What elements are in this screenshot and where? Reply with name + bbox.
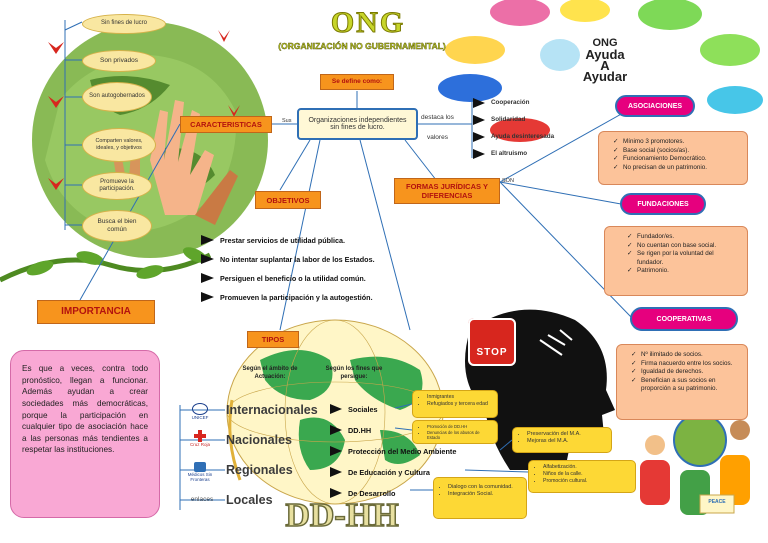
- development-details-box: Dialogo con la comunidad. Integración So…: [433, 477, 527, 519]
- scope-regional: Regionales: [226, 463, 293, 477]
- foundation-item: Fundador/es.: [627, 233, 741, 242]
- peace-sign: PEACE: [708, 499, 726, 505]
- foundations-label: FUNDACIONES: [620, 193, 706, 215]
- badge-line-2: Ayuda: [585, 47, 625, 62]
- characteristic-5: Promueve la participación.: [82, 172, 152, 200]
- objectives-list: Prestar servicios de utilidad pública. N…: [201, 234, 411, 303]
- cooperatives-box: Nº ilimitado de socios. Firma nacuerdo e…: [616, 344, 748, 420]
- characteristic-6: Busca el bien común: [82, 210, 152, 242]
- associations-box: Mínimo 3 promotores. Base social (socios…: [598, 131, 748, 185]
- foundation-item: Patrimonio.: [627, 267, 741, 276]
- detail-item: Niños de la calle.: [543, 471, 631, 478]
- characteristic-4: Comparten valores, ideales, y objetivos: [82, 128, 156, 162]
- values-list: Cooperación Solidaridad Ayuda desinteres…: [473, 94, 583, 162]
- characteristics-label: CARACTERISTICAS: [180, 116, 272, 133]
- msf-logo: Médicos Sin Fronteras: [184, 462, 216, 482]
- badge-line-1: ONG: [592, 37, 618, 49]
- badge-line-4: Ayudar: [582, 69, 628, 84]
- detail-item: Dialogo con la comunidad.: [448, 484, 522, 491]
- objectives-label: OBJETIVOS: [255, 191, 321, 209]
- detail-item: Preservación del M.A.: [527, 431, 607, 438]
- purpose-item: Protección del Medio Ambiente: [330, 444, 490, 458]
- enlaces-logo: enlaces: [190, 496, 214, 503]
- define-label: Se define como:: [320, 74, 394, 90]
- characteristic-2: Son privados: [82, 50, 156, 72]
- scope-national: Nacionales: [226, 433, 293, 447]
- detail-item: Inmigrantes: [427, 394, 493, 401]
- association-item: Funcionamiento Democrático.: [613, 155, 741, 164]
- detail-item: Alfabetización.: [543, 464, 631, 471]
- foundations-box: Fundador/es. No cuentan con base social.…: [604, 226, 748, 296]
- purposes-list: Sociales DD.HH Protección del Medio Ambi…: [330, 402, 490, 500]
- cooperative-item: Firma nacuerdo entre los socios.: [631, 360, 741, 369]
- detail-item: Denuncias de los abusos de Estado: [427, 430, 493, 441]
- scope-local: Locales: [226, 493, 273, 507]
- heart-decorations: [48, 30, 240, 190]
- objective-item: Persiguen el beneficio o la utilidad com…: [201, 272, 411, 284]
- cooperative-item: Benefician a sus socios en proporción a …: [631, 377, 741, 394]
- associations-label: ASOCIACIONES: [615, 95, 695, 117]
- page-subtitle: (ORGANIZACIÓN NO GUBERNAMENTAL): [278, 41, 446, 51]
- value-item: Solidaridad: [473, 111, 583, 128]
- definition-text: Organizaciones independientes sin fines …: [308, 117, 407, 131]
- importance-label: IMPORTANCIA: [37, 300, 155, 324]
- purpose-item: De Educación y Cultura: [330, 465, 490, 479]
- purpose-item: De Desarrollo: [330, 486, 490, 500]
- detail-item: Integración Social.: [448, 491, 522, 498]
- badge-line-3: A: [600, 58, 610, 73]
- environment-details-box: Preservación del M.A. Mejoras del M.A.: [512, 427, 612, 453]
- sus-connector-label: Sus: [282, 118, 292, 124]
- objective-item: Prestar servicios de utilidad pública.: [201, 234, 411, 246]
- characteristic-3: Son autogobernados: [82, 82, 152, 112]
- purpose-item: DD.HH: [330, 423, 490, 437]
- foundation-item: Se rigen por la voluntad del fundador.: [627, 250, 741, 267]
- importance-text: Es que a veces, contra todo pronóstico, …: [22, 364, 148, 455]
- legal-forms-label: FORMAS JURÍDICAS Y DIFERENCIAS: [394, 178, 500, 204]
- definition-box: Organizaciones independientes sin fines …: [297, 108, 418, 140]
- detail-item: Promoción cultural.: [543, 478, 631, 485]
- association-item: Mínimo 3 promotores.: [613, 138, 741, 147]
- stop-sign-text: STOP: [476, 347, 508, 358]
- ddhh-details-box: Promoción de DD.HH Denuncias de los abus…: [412, 420, 498, 444]
- valores-connector-label: valores: [427, 134, 448, 141]
- cooperative-item: Igualdad de derechos.: [631, 368, 741, 377]
- scope-international: Internacionales: [226, 403, 318, 417]
- purpose-criterion-label: Según los fines que persigue:: [325, 366, 383, 380]
- characteristic-1: Sin fines de lucro: [82, 14, 166, 34]
- value-item: Ayuda desinteresada: [473, 128, 583, 145]
- children-illustration: [640, 400, 750, 515]
- son-connector-label: SON: [502, 178, 514, 184]
- red-cross-logo: Cruz Roja: [188, 430, 212, 447]
- cooperative-item: Nº ilimitado de socios.: [631, 351, 741, 360]
- ong-badge: ONG Ayuda A Ayudar: [555, 38, 655, 98]
- foundation-item: No cuentan con base social.: [627, 242, 741, 251]
- ddhh-title: DD-HH: [285, 496, 400, 535]
- detail-item: Mejoras del M.A.: [527, 438, 607, 445]
- purpose-item: Sociales: [330, 402, 490, 416]
- value-item: El altruismo: [473, 145, 583, 162]
- detail-item: Refugiados y tercera edad: [427, 401, 493, 408]
- importance-box: Es que a veces, contra todo pronóstico, …: [10, 350, 160, 518]
- objective-item: Promueven la participación y la autogest…: [201, 291, 411, 303]
- association-item: Base social (socios/as).: [613, 147, 741, 156]
- association-item: No precisan de un patrimonio.: [613, 164, 741, 173]
- types-label: TIPOS: [247, 331, 299, 348]
- unicef-logo: UNICEF: [188, 403, 212, 420]
- page-title: ONG: [330, 6, 406, 40]
- destaca-connector-label: destaca los: [421, 114, 454, 121]
- social-details-box: Inmigrantes Refugiados y tercera edad: [412, 390, 498, 418]
- cooperatives-label: COOPERATIVAS: [630, 307, 738, 331]
- detail-item: Promoción de DD.HH: [427, 424, 493, 430]
- stop-sign: STOP: [468, 318, 516, 366]
- education-details-box: Alfabetización. Niños de la calle. Promo…: [528, 460, 636, 493]
- value-item: Cooperación: [473, 94, 583, 111]
- scope-criterion-label: Según el ámbito de Actuación:: [242, 366, 298, 380]
- objective-item: No intentar suplantar la labor de los Es…: [201, 253, 411, 265]
